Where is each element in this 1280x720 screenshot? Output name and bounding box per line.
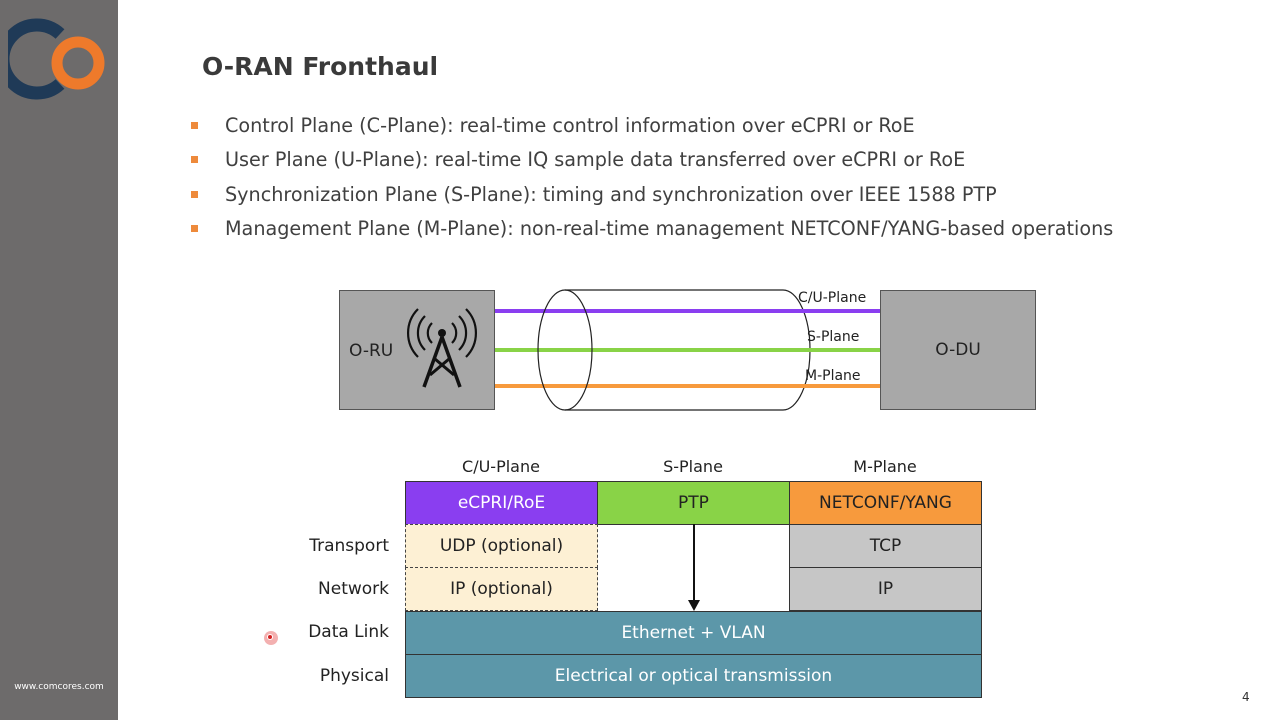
- cable-left-end: [537, 289, 593, 411]
- cell-tcp-text: TCP: [869, 536, 902, 556]
- column-header-m-plane: M-Plane: [853, 457, 917, 476]
- cell-ethernet-vlan: Ethernet + VLAN: [405, 611, 982, 655]
- bullet-marker: [191, 224, 198, 232]
- layer-label-transport: Transport: [309, 536, 389, 556]
- sidebar: www.comcores.com: [0, 0, 118, 720]
- bullet-text: User Plane (U-Plane): real-time IQ sampl…: [225, 148, 966, 172]
- cell-ip: IP: [789, 567, 982, 611]
- layer-label-physical: Physical: [319, 666, 389, 686]
- column-header-s-plane: S-Plane: [663, 457, 723, 476]
- bullet-marker: [191, 190, 198, 198]
- column-header-cu-plane: C/U-Plane: [462, 457, 540, 476]
- s-plane-line-label: S-Plane: [807, 329, 860, 345]
- cell-ip-text: IP: [877, 579, 894, 599]
- bullet-marker: [191, 122, 198, 129]
- o-ru-node: O-RU: [339, 290, 495, 410]
- cell-netconf-text: NETCONF/YANG: [819, 493, 952, 513]
- page-number: 4: [1242, 690, 1250, 704]
- bullet-text: Control Plane (C-Plane): real-time contr…: [225, 114, 915, 137]
- cell-physical-text: Electrical or optical transmission: [554, 666, 833, 686]
- bullet-item: Control Plane (C-Plane): real-time contr…: [188, 112, 1113, 146]
- cell-physical-transmission: Electrical or optical transmission: [405, 654, 982, 698]
- cell-udp-optional: UDP (optional): [405, 524, 598, 568]
- bullet-item: Synchronization Plane (S-Plane): timing …: [188, 181, 1113, 215]
- o-ru-label: O-RU: [349, 341, 394, 361]
- bullet-item: User Plane (U-Plane): real-time IQ sampl…: [188, 146, 1113, 180]
- cell-ecpri-roe: eCPRI/RoE: [405, 481, 598, 525]
- cell-tcp: TCP: [789, 524, 982, 568]
- logo-c-shape: [8, 18, 65, 100]
- slide-title: O-RAN Fronthaul: [202, 52, 439, 81]
- radio-tower-icon: [407, 308, 477, 388]
- cell-netconf-yang: NETCONF/YANG: [789, 481, 982, 525]
- bullet-text: Management Plane (M-Plane): non-real-tim…: [225, 216, 1114, 240]
- o-du-node: O-DU: [880, 290, 1036, 410]
- pointer-cursor-indicator: [264, 631, 278, 645]
- cell-udp-text: UDP (optional): [439, 536, 564, 556]
- cell-ethernet-text: Ethernet + VLAN: [621, 623, 766, 643]
- website-url[interactable]: www.comcores.com: [14, 682, 104, 692]
- ptp-down-arrow: [688, 524, 700, 611]
- layer-label-network: Network: [318, 579, 389, 599]
- o-du-label: O-DU: [935, 340, 981, 360]
- logo-o-shape: [51, 36, 105, 90]
- bullet-list: Control Plane (C-Plane): real-time contr…: [188, 112, 1113, 249]
- bullet-item: Management Plane (M-Plane): non-real-tim…: [188, 215, 1113, 249]
- cell-ptp-text: PTP: [678, 493, 709, 513]
- cell-ip-optional: IP (optional): [405, 567, 598, 611]
- cell-ecpri-text: eCPRI/RoE: [457, 493, 546, 513]
- cell-ip-optional-text: IP (optional): [450, 579, 553, 599]
- cell-ptp: PTP: [597, 481, 790, 525]
- layer-label-data-link: Data Link: [308, 622, 389, 642]
- m-plane-line-label: M-Plane: [805, 368, 861, 384]
- bullet-text: Synchronization Plane (S-Plane): timing …: [225, 182, 997, 206]
- cu-plane-line-label: C/U-Plane: [798, 290, 867, 306]
- bullet-marker: [191, 156, 198, 164]
- comcores-logo: [8, 18, 105, 100]
